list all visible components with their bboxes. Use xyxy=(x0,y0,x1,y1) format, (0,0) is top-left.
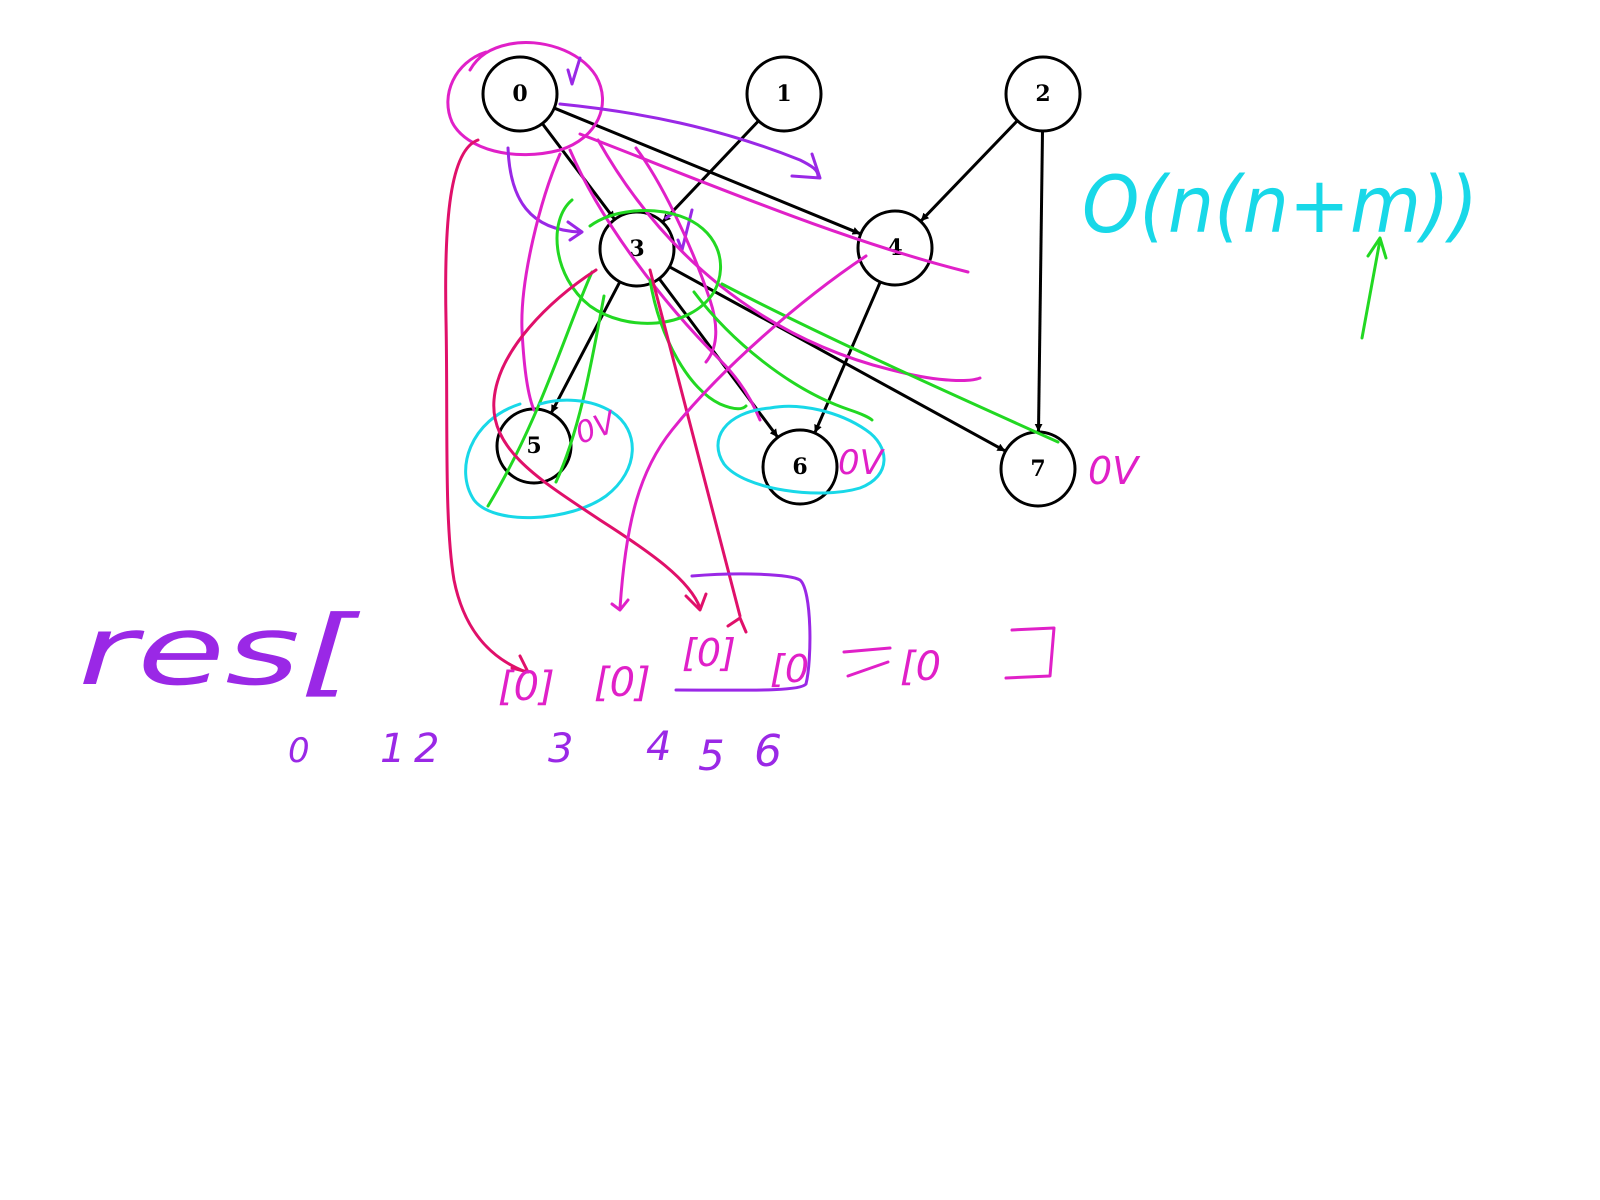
purple-check-node-0 xyxy=(566,56,582,86)
node-7-label: 7 xyxy=(1030,456,1045,482)
green-arrow-to-m xyxy=(1360,236,1388,340)
magenta-stroke-0-to-5 xyxy=(520,152,562,412)
crimson-arrow-3-to-res-b xyxy=(648,268,748,634)
node-4-circle xyxy=(856,209,934,287)
purple-arrow-0-to-3 xyxy=(506,146,584,242)
purple-arrow-0-to-4 xyxy=(558,102,822,180)
index-label-1: 1 xyxy=(380,726,405,772)
handwritten-annotations: 0V 0V 0V O(n(n+m)) res[ [0] [0] [0] [0 [… xyxy=(78,40,1478,780)
node-2-circle xyxy=(1004,55,1082,133)
cyan-loop-node-5 xyxy=(464,398,634,520)
res-cell-4: [0 xyxy=(900,644,941,690)
node-6-circle xyxy=(761,428,839,506)
index-label-3: 3 xyxy=(548,726,573,772)
res-cell-2: [0] xyxy=(682,631,736,675)
node-0-label: 0 xyxy=(512,81,527,107)
magenta-stroke-0-to-4 xyxy=(578,132,970,274)
index-label-4: 4 xyxy=(646,724,671,770)
index-label-6: 6 xyxy=(754,726,782,777)
node-4-label: 4 xyxy=(887,235,902,261)
node-6-label: 6 xyxy=(792,454,807,480)
visited-mark-node-6: 0V xyxy=(838,443,886,483)
edge-3-to-7 xyxy=(668,265,1006,453)
edge-1-to-3 xyxy=(662,119,760,223)
node-1: 1 xyxy=(745,55,823,133)
magenta-loop-node-0 xyxy=(446,40,605,157)
graph-nodes: 0 1 2 3 4 5 6 7 xyxy=(481,55,1082,508)
res-label: res[ xyxy=(78,595,361,707)
edge-2-to-4 xyxy=(920,119,1019,222)
index-label-5: 5 xyxy=(698,731,725,780)
node-5-label: 5 xyxy=(526,433,541,459)
res-arrow-separator xyxy=(842,646,892,678)
node-2: 2 xyxy=(1004,55,1082,133)
complexity-annotation: O(n(n+m)) xyxy=(1082,161,1478,251)
index-label-0: 0 xyxy=(288,731,310,771)
magenta-stroke-0-to-7 xyxy=(596,138,982,382)
node-6: 6 xyxy=(761,428,839,506)
magenta-arrow-4-to-res xyxy=(610,254,868,612)
green-stroke-3-to-7-long xyxy=(720,282,1060,444)
node-1-label: 1 xyxy=(776,81,791,107)
cyan-loop-node-6 xyxy=(716,404,886,495)
crimson-arrow-3-to-res xyxy=(492,268,708,612)
res-closing-bracket xyxy=(1004,626,1056,680)
node-4: 4 xyxy=(856,209,934,287)
res-cell-3: [0 xyxy=(770,647,809,691)
edge-2-to-7 xyxy=(1034,130,1045,432)
edge-0-to-4 xyxy=(553,106,861,235)
edge-3-to-5 xyxy=(550,281,622,414)
node-0: 0 xyxy=(481,55,559,133)
purple-res-bracket-box xyxy=(674,572,812,692)
node-1-circle xyxy=(745,55,823,133)
green-stroke-3-to-7 xyxy=(692,290,874,422)
node-3: 3 xyxy=(598,210,676,288)
magenta-stroke-0-down xyxy=(634,146,718,364)
res-cell-0: [0] xyxy=(498,664,555,710)
green-loop-node-3 xyxy=(555,198,723,325)
green-stroke-3-to-5 xyxy=(486,270,594,508)
node-0-circle xyxy=(481,55,559,133)
green-stroke-3-to-6 xyxy=(648,278,748,411)
visited-mark-node-7: 0V xyxy=(1088,449,1141,493)
node-2-label: 2 xyxy=(1035,81,1050,107)
green-stroke-3-to-5-b xyxy=(554,294,606,484)
crimson-arrow-0-to-res xyxy=(444,138,530,674)
index-label-2: 2 xyxy=(414,726,439,772)
res-cell-1: [0] xyxy=(594,660,651,706)
magenta-stroke-0-to-6 xyxy=(568,148,762,422)
node-7: 7 xyxy=(999,430,1077,508)
